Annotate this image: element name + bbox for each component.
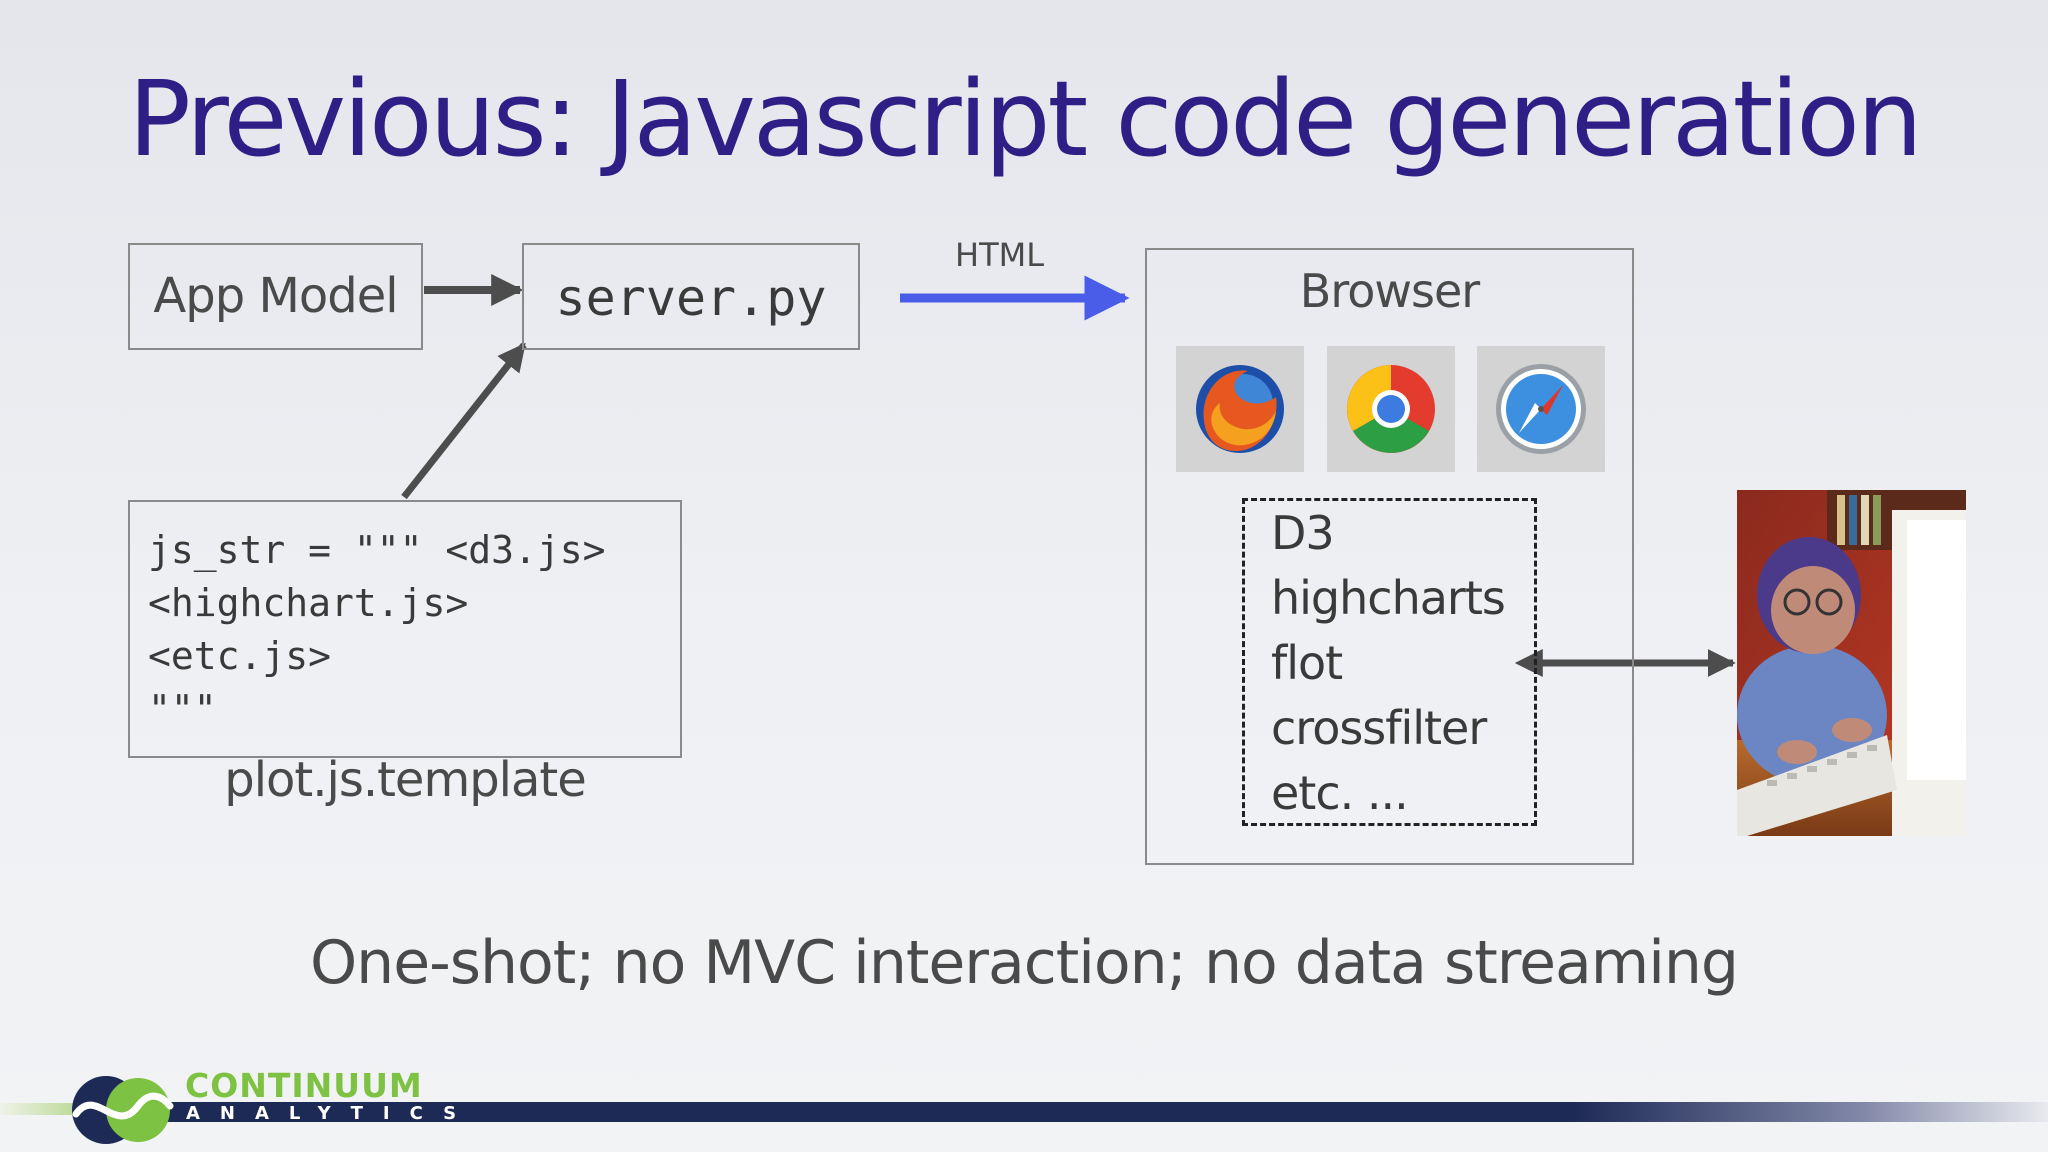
browser-box: Browser xyxy=(1145,248,1634,865)
library-item: highcharts xyxy=(1271,571,1506,625)
child-at-computer-image xyxy=(1737,490,1966,836)
library-item: etc. ... xyxy=(1271,766,1409,820)
js-libraries-list: D3 highcharts flot crossfilter etc. ... xyxy=(1271,501,1506,826)
safari-icon xyxy=(1496,364,1586,454)
chrome-icon xyxy=(1347,365,1435,453)
summary-caption: One-shot; no MVC interaction; no data st… xyxy=(309,928,1739,998)
safari-tile xyxy=(1477,346,1605,472)
html-arrow-label: HTML xyxy=(955,236,1045,274)
template-box: js_str = """ <d3.js> <highchart.js> <etc… xyxy=(128,500,682,758)
template-code: js_str = """ <d3.js> <highchart.js> <etc… xyxy=(148,528,606,731)
server-label: server.py xyxy=(555,269,827,327)
library-item: flot xyxy=(1271,636,1343,690)
continuum-logo-icon xyxy=(72,1076,174,1144)
firefox-tile xyxy=(1176,346,1304,472)
logo-subtitle: ANALYTICS xyxy=(186,1103,477,1124)
logo-wordmark: CONTINUUM xyxy=(185,1066,423,1105)
app-model-box: App Model xyxy=(128,243,423,350)
js-libraries-box: D3 highcharts flot crossfilter etc. ... xyxy=(1242,498,1537,826)
server-box: server.py xyxy=(522,243,860,350)
user-photo xyxy=(1737,490,1966,836)
chrome-tile xyxy=(1327,346,1455,472)
slide-title: Previous: Javascript code generation xyxy=(128,58,1923,180)
library-item: crossfilter xyxy=(1271,701,1487,755)
footer-bar xyxy=(150,1102,2048,1122)
app-model-label: App Model xyxy=(153,268,398,324)
template-caption: plot.js.template xyxy=(224,752,587,808)
firefox-icon xyxy=(1196,365,1284,453)
browser-title: Browser xyxy=(1299,264,1480,318)
arrow-template-to-server xyxy=(401,342,527,500)
library-item: D3 xyxy=(1271,506,1335,560)
